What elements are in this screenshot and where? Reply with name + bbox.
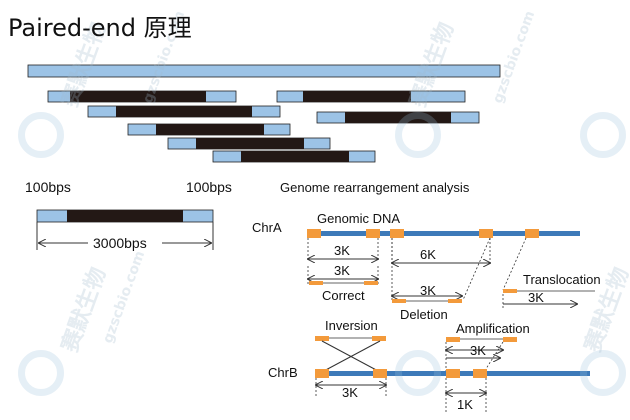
paired-read-5 xyxy=(127,123,291,136)
paired-read-7 xyxy=(212,150,376,163)
chr-a-3k-label: 3K xyxy=(334,243,350,258)
deletion-read-1 xyxy=(392,299,406,303)
right-read-length-label: 100bps xyxy=(186,179,232,195)
amplification-label: Amplification xyxy=(456,321,530,336)
chr-b-read-1 xyxy=(315,369,329,378)
deletion-label: Deletion xyxy=(400,307,448,322)
chr-b-label: ChrB xyxy=(268,365,298,380)
chr-a-read-1 xyxy=(307,229,321,238)
amplification-right-guide xyxy=(483,341,504,373)
deletion-3k-label: 3K xyxy=(420,283,436,298)
chr-a-read-5 xyxy=(525,229,539,238)
correct-3k-label: 3K xyxy=(334,263,350,278)
correct-read-1 xyxy=(309,281,323,285)
chr-a-read-4 xyxy=(479,229,493,238)
amplification-read-1 xyxy=(446,337,460,342)
paired-read-6 xyxy=(167,137,331,150)
analysis-heading: Genome rearrangement analysis xyxy=(280,180,470,195)
chr-b-3k-label: 3K xyxy=(342,385,358,400)
amplification-read-2 xyxy=(503,337,517,342)
paired-read-4 xyxy=(316,111,480,124)
translocation-3k-label: 3K xyxy=(528,290,544,305)
deletion-read-2 xyxy=(448,299,462,303)
chr-a-6k-label: 6K xyxy=(420,247,436,262)
inversion-label: Inversion xyxy=(325,318,378,333)
left-read-length-label: 100bps xyxy=(25,179,71,195)
genomic-dna-label: Genomic DNA xyxy=(317,211,401,226)
reference-genome-bar xyxy=(27,64,501,78)
amplification-3k-label: 3K xyxy=(470,343,486,358)
chr-b-read-4 xyxy=(473,369,487,378)
paired-read-2 xyxy=(276,90,466,103)
page-title: Paired-end 原理 xyxy=(8,14,192,42)
paired-read-1 xyxy=(47,90,237,103)
fragment-length-label: 3000bps xyxy=(93,235,147,251)
chr-b-read-2 xyxy=(373,369,387,378)
translocation-read-1 xyxy=(503,289,517,293)
deletion-right-guide xyxy=(462,237,491,301)
chr-a-read-2 xyxy=(366,229,380,238)
correct-read-2 xyxy=(364,281,378,285)
inversion-read-2 xyxy=(372,336,386,341)
translocation-guide xyxy=(502,237,527,291)
paired-read-3 xyxy=(87,105,281,118)
chr-b-1k-label: 1K xyxy=(457,397,473,412)
chr-a-bar xyxy=(307,231,580,236)
chr-a-read-3 xyxy=(390,229,404,238)
chr-b-read-3 xyxy=(446,369,460,378)
chr-a-label: ChrA xyxy=(252,220,282,235)
fragment-example xyxy=(36,209,214,223)
inversion-cross-2 xyxy=(321,340,381,373)
correct-label: Correct xyxy=(322,288,365,303)
translocation-label: Translocation xyxy=(523,272,601,287)
inversion-read-1 xyxy=(315,336,329,341)
